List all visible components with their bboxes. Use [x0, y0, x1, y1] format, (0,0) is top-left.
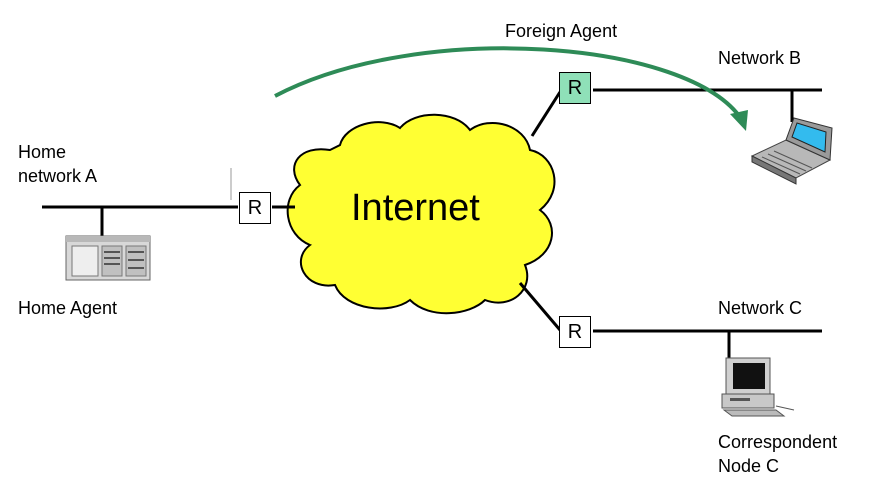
movement-arrow	[274, 46, 744, 122]
network-b-label: Network B	[718, 48, 802, 68]
home-network-label-line1: Home	[18, 142, 67, 162]
network-c-router: R	[559, 316, 591, 348]
correspondent-label-line1: Correspondent	[718, 432, 838, 452]
foreign-agent-label: Foreign Agent	[505, 21, 618, 41]
internet-cloud	[286, 113, 556, 315]
cloud-to-router-c	[518, 282, 562, 331]
laptop-icon	[750, 117, 833, 185]
desktop-computer-icon	[721, 357, 795, 417]
internet-label: Internet	[351, 187, 480, 229]
server-icon	[65, 235, 151, 281]
movement-arrowhead	[730, 110, 748, 131]
network-c-label: Network C	[718, 298, 803, 318]
home-router: R	[239, 192, 271, 224]
correspondent-label-line2: Node C	[718, 456, 780, 476]
cloud-to-router-b	[530, 91, 562, 137]
foreign-agent-router: R	[559, 72, 591, 104]
home-network-label-line2: network A	[18, 166, 98, 186]
home-agent-label: Home Agent	[18, 298, 118, 318]
